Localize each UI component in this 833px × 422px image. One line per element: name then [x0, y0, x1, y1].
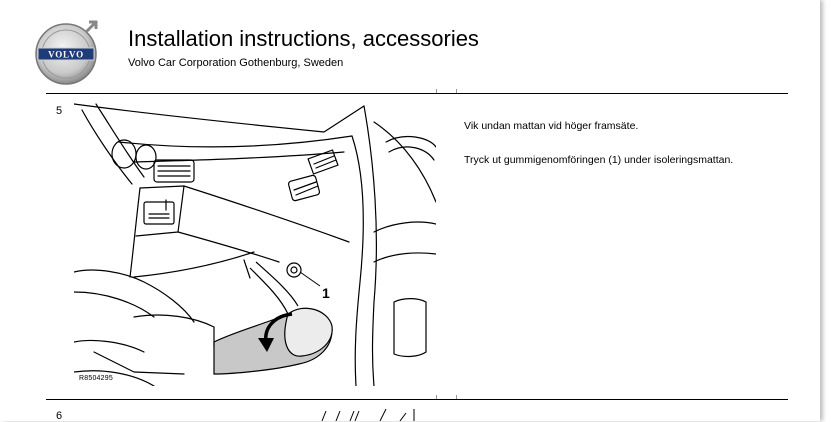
column-tick [436, 89, 437, 93]
divider [46, 93, 788, 94]
column-tick [456, 89, 457, 93]
column-tick [436, 395, 437, 399]
volvo-logo: VOLVO [35, 20, 98, 85]
divider [46, 399, 788, 400]
callout-label: 1 [322, 285, 330, 301]
column-tick [456, 395, 457, 399]
instruction-line-2: Tryck ut gummigenomföringen (1) under is… [464, 154, 734, 166]
step-illustration: 1 [74, 103, 436, 386]
page-title: Installation instructions, accessories [128, 26, 479, 51]
step-number: 6 [56, 410, 63, 422]
svg-text:VOLVO: VOLVO [48, 50, 84, 60]
step-number: 5 [56, 105, 63, 117]
page-subtitle: Volvo Car Corporation Gothenburg, Sweden [128, 57, 344, 69]
instruction-line-1: Vik undan mattan vid höger framsäte. [464, 120, 639, 132]
step-illustration-partial [321, 408, 415, 421]
figure-code: R8504295 [79, 375, 113, 382]
